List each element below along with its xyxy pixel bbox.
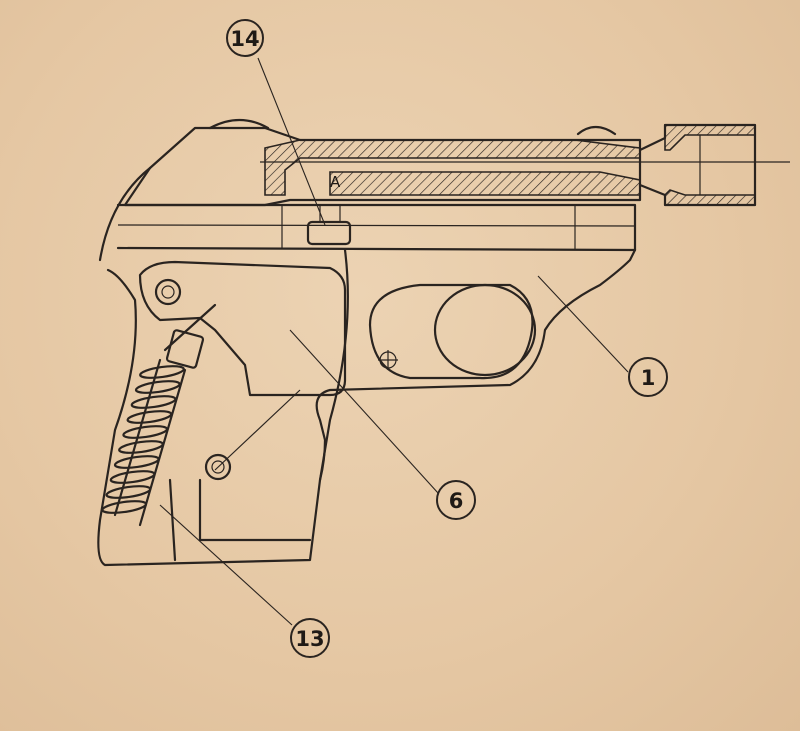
callout-13-label: 13 (295, 627, 324, 651)
callout-6: 6 (289, 329, 476, 520)
spring-coil (118, 440, 164, 454)
callout-1: 1 (537, 275, 668, 397)
spring-coil (113, 455, 160, 469)
callout-13: 13 (159, 504, 330, 658)
barrel-section (260, 123, 790, 207)
sear-linkage (168, 248, 349, 562)
firing-pin-detail (306, 205, 352, 246)
callout-1-label: 1 (641, 366, 656, 390)
frame-outline (97, 118, 642, 567)
section-mark-label: A (330, 173, 341, 191)
spring-coil (134, 380, 181, 394)
spring-coil (122, 425, 169, 439)
mainspring-assembly (101, 303, 217, 527)
callout-14-label: 14 (230, 27, 259, 51)
spring-coil (130, 395, 177, 409)
spring-coil (101, 500, 148, 514)
spring-coil (126, 410, 173, 424)
hammer-part (138, 260, 347, 397)
spring-coil (105, 485, 152, 499)
spring-coil (139, 365, 185, 379)
callout-14: 14 (226, 19, 326, 226)
spring-coil (109, 470, 156, 484)
callout-6-label: 6 (449, 489, 464, 513)
